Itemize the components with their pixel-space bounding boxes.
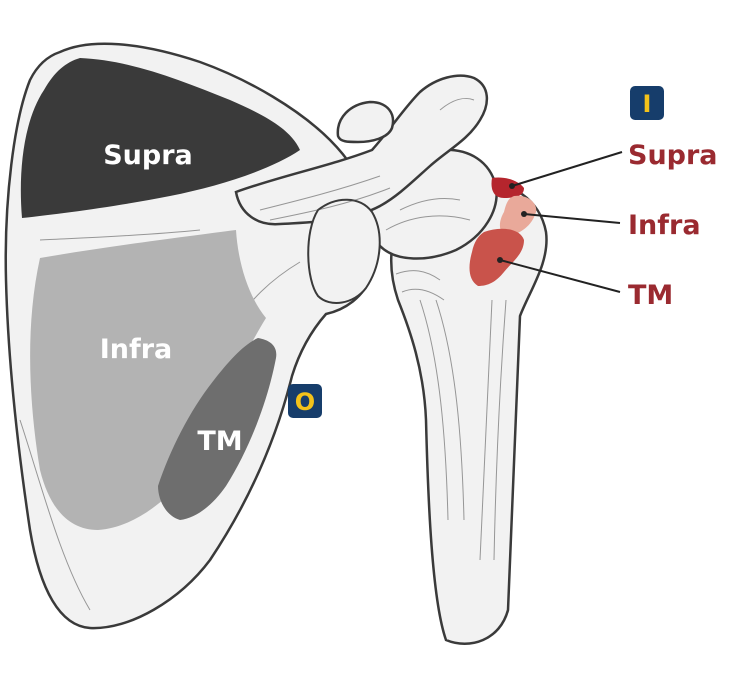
tm-insertion-label: TM <box>628 280 673 311</box>
supra-insertion-region <box>492 177 525 198</box>
infra-leader-dot <box>521 211 527 217</box>
coracoid-process <box>338 102 393 142</box>
tm-origin-label: TM <box>197 426 242 457</box>
origin-badge: O <box>288 384 322 418</box>
supra-leader-line <box>512 152 622 186</box>
infra-insertion-label: Infra <box>628 210 701 241</box>
tm-leader-dot <box>497 257 503 263</box>
origin-badge-text: O <box>295 388 315 416</box>
infra-origin-label: Infra <box>100 334 173 365</box>
glenoid <box>308 200 379 303</box>
supra-insertion-label: Supra <box>628 140 718 171</box>
insertion-badge-text: I <box>643 90 652 118</box>
supra-origin-label: Supra <box>103 140 193 171</box>
supra-leader-dot <box>509 183 515 189</box>
insertion-badge: I <box>630 86 664 120</box>
